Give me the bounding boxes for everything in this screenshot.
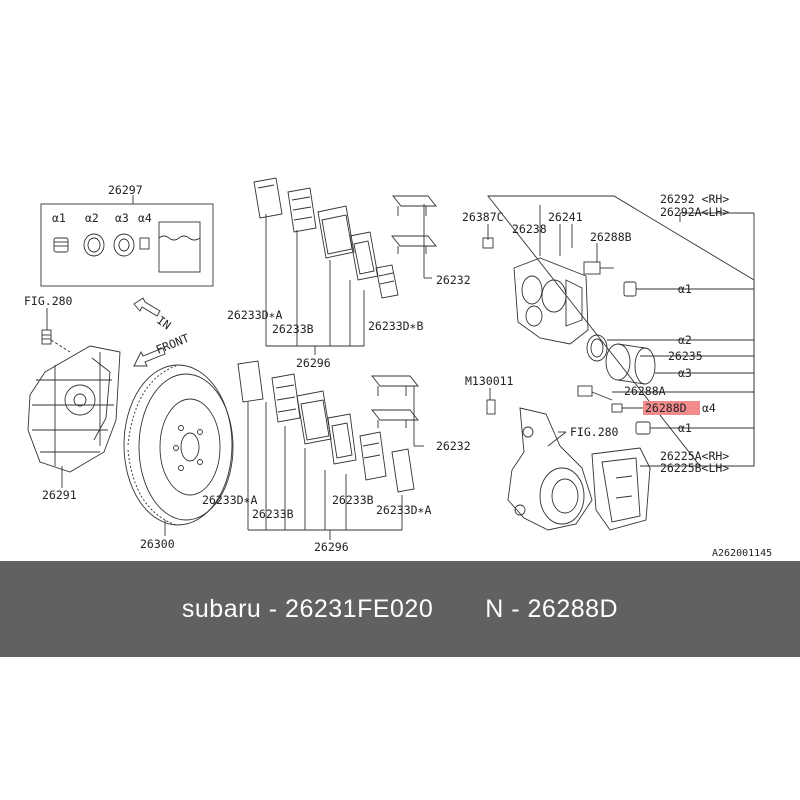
c26238-label: 26238	[512, 222, 547, 236]
c26225-rh-label: 26225A<RH>	[660, 449, 729, 463]
a1-top-label: α1	[678, 282, 692, 296]
bushing-icon	[611, 403, 623, 413]
lower-shim-da-label: 26233D∗A	[202, 493, 257, 507]
dust-shield	[27, 345, 121, 473]
piston-icon	[605, 343, 656, 385]
part-26291: 26291	[42, 488, 77, 502]
upper-shim-b-label: 26233B	[272, 322, 314, 336]
kit-item-a3: α3	[115, 211, 129, 225]
steering-knuckle	[507, 407, 593, 531]
a1-bottom-label: α1	[678, 421, 692, 435]
c26225-lh-label: 26225B<LH>	[660, 461, 729, 475]
pin-boot-icon	[623, 281, 637, 297]
slide-pin-icon	[583, 261, 614, 275]
kit-seal-ring-icon	[83, 233, 105, 257]
lower-pad-set	[237, 360, 419, 493]
in-arrow-icon	[133, 297, 161, 317]
a4-label: α4	[702, 401, 716, 415]
c26288d-label: 26288D	[645, 401, 687, 415]
part-26300: 26300	[140, 537, 175, 551]
bolt-lower-icon	[486, 399, 496, 415]
kit-item-a1: α1	[52, 211, 66, 225]
footer-part-number: subaru - 26231FE020	[181, 594, 434, 623]
caliper-bracket	[591, 447, 651, 531]
c26292-lh-label: 26292A<LH>	[660, 205, 729, 219]
upper-shim-da-label: 26233D∗A	[227, 308, 282, 322]
kit-item-a4: α4	[138, 211, 152, 225]
highlight-box	[643, 401, 700, 415]
bleeder-screw-icon	[482, 237, 494, 249]
kit-item-a2: α2	[85, 211, 99, 225]
parts-diagram: 26297 α1 α2 α3 α4 FIG.280 IN FRONT 26291…	[24, 177, 772, 559]
grease-pack-icon	[158, 221, 201, 273]
footer-part-code: N - 26288D	[485, 594, 619, 623]
a3-label: α3	[678, 366, 692, 380]
lower-shim-b-label: 26233B	[252, 507, 294, 521]
kit-bushing-icon	[139, 237, 150, 250]
kit-label: 26297	[108, 183, 143, 197]
caliper-body	[513, 257, 589, 345]
a2-label: α2	[678, 333, 692, 347]
upper-set-label: 26296	[296, 356, 331, 370]
c26387-label: 26387C	[462, 210, 504, 224]
guide-pin-icon	[577, 385, 613, 401]
footer-banner: subaru - 26231FE020 N - 26288D	[0, 561, 800, 657]
lower-shim-da2-label: 26233D∗A	[376, 503, 431, 517]
pin-boot-lower-icon	[635, 421, 651, 435]
fig-right-label: FIG.280	[570, 425, 619, 439]
c26292-rh-label: 26292 <RH>	[660, 192, 729, 206]
lower-set-label: 26296	[314, 540, 349, 554]
lower-clip-label: 26232	[436, 439, 471, 453]
upper-shim-db-label: 26233D∗B	[368, 319, 423, 333]
front-label: FRONT	[154, 331, 191, 357]
fig-left-label: FIG.280	[24, 294, 73, 308]
in-label: IN	[154, 313, 173, 332]
kit-bolt-icon	[53, 237, 69, 253]
piston-seal-icon	[586, 334, 608, 362]
upper-clip-label: 26232	[436, 273, 471, 287]
brake-rotor	[123, 364, 234, 526]
m130011-label: M130011	[465, 374, 514, 388]
ref-code: A262001145	[712, 548, 772, 559]
upper-pad-set	[253, 177, 437, 299]
kit-boot-icon	[113, 233, 135, 257]
c26288a-label: 26288A	[624, 384, 666, 398]
lower-shim-b2-label: 26233B	[332, 493, 374, 507]
bolt-icon	[41, 329, 52, 345]
c26235-label: 26235	[668, 349, 703, 363]
c26241-label: 26241	[548, 210, 583, 224]
front-arrow-icon	[133, 347, 166, 367]
c26288b-label: 26288B	[590, 230, 632, 244]
kit-box	[40, 203, 214, 287]
